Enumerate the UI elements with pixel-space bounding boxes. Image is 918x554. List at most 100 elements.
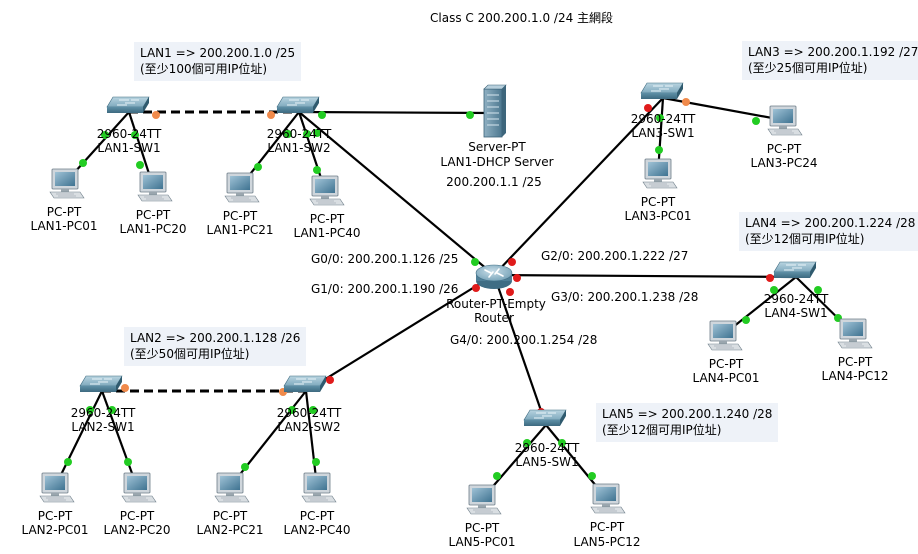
lan2-pc20-pc-icon[interactable]	[121, 472, 157, 503]
lan5-pc12-name-label: LAN5-PC12	[573, 535, 641, 549]
lan2-pc40-pc-icon[interactable]	[301, 472, 337, 503]
lan5-pc12-pc-icon[interactable]	[590, 483, 626, 514]
lan1-pc01-pc-icon[interactable]	[49, 168, 85, 199]
dhcp-server-icon[interactable]	[483, 84, 507, 138]
link-router-lan5-sw1	[492, 274, 548, 426]
link-lan5-sw1-pc12-port-b	[588, 472, 596, 480]
lan2-pc40-model-label: PC-PT	[299, 509, 335, 523]
lan1-sw1-switch-icon[interactable]	[106, 96, 150, 114]
lan2-pc21-pc-icon[interactable]	[214, 472, 250, 503]
router-name-label: Router	[474, 311, 514, 325]
lan3-sw1-name-label: LAN3-SW1	[631, 126, 695, 140]
link-lan2-sw1-pc01-port-a	[86, 406, 94, 414]
router-g3-interface-label: G3/0: 200.200.1.238 /28	[551, 290, 699, 304]
lan2-pc40-name-label: LAN2-PC40	[283, 523, 351, 537]
lan1-sw1-name-label: LAN1-SW1	[97, 141, 161, 155]
router-g2-interface-label: G2/0: 200.200.1.222 /27	[541, 249, 689, 263]
link-lan2-sw2-pc21-port-b	[241, 463, 249, 471]
lan2-note-requirement: (至少50個可用IP位址)	[130, 347, 250, 361]
devices-layer	[39, 82, 873, 515]
lan1-pc21-pc-icon[interactable]	[224, 172, 260, 203]
lan2-pc01-model-label: PC-PT	[37, 509, 73, 523]
lan5-pc01-model-label: PC-PT	[464, 521, 500, 535]
lan2-sw1-name-label: LAN2-SW1	[71, 420, 135, 434]
link-router-lan5-sw1-port-a	[506, 288, 514, 296]
link-lan1-sw2-pc21-port-b	[254, 163, 262, 171]
lan5-pc01-name-label: LAN5-PC01	[448, 535, 516, 549]
link-lan2-sw2-pc40	[304, 390, 319, 488]
lan2-sw2-model-label: 2960-24TT	[276, 406, 342, 420]
link-router-lan2-sw2-port-a	[472, 284, 480, 292]
lan1-pc20-name-label: LAN1-PC20	[119, 222, 187, 236]
link-lan1-sw1-pc20-port-b	[136, 161, 144, 169]
lan1-sw2-switch-icon[interactable]	[276, 96, 320, 114]
lan4-pc01-model-label: PC-PT	[708, 357, 744, 371]
lan4-note-subnet: LAN4 => 200.200.1.224 /28	[745, 216, 916, 230]
link-lan2-sw1-sw2-port-a	[121, 384, 129, 392]
server-model-label: Server-PT	[468, 140, 526, 154]
link-lan1-sw2-server	[298, 110, 494, 115]
lan1-note: LAN1 => 200.200.1.0 /25 (至少100個可用IP位址)	[134, 42, 302, 81]
link-lan1-sw2-server-port-a	[318, 111, 326, 119]
link-lan1-sw2-router	[298, 111, 495, 276]
link-lan1-sw2-server-port-b	[466, 111, 474, 119]
lan4-sw1-switch-icon[interactable]	[773, 261, 817, 279]
lan5-pc01-pc-icon[interactable]	[466, 484, 502, 515]
lan5-pc12-model-label: PC-PT	[589, 520, 625, 534]
lan4-pc12-name-label: LAN4-PC12	[821, 369, 889, 383]
link-lan3-sw1-pc01-port-b	[655, 146, 663, 154]
link-lan1-sw2-pc40-port-b	[313, 166, 321, 174]
link-router-lan3-sw1	[493, 97, 664, 276]
router-icon[interactable]	[475, 264, 513, 289]
lan2-note-subnet: LAN2 => 200.200.1.128 /26	[130, 331, 301, 345]
link-lan3-sw1-pc24-port-b	[752, 117, 760, 125]
lan2-sw1-switch-icon[interactable]	[79, 375, 123, 393]
lan4-pc12-model-label: PC-PT	[837, 355, 873, 369]
lan4-pc01-name-label: LAN4-PC01	[692, 371, 760, 385]
lan3-sw1-switch-icon[interactable]	[640, 82, 684, 100]
server-ip-label: 200.200.1.1 /25	[446, 175, 542, 189]
lan4-sw1-model-label: 2960-24TT	[763, 292, 829, 306]
lan1-pc20-model-label: PC-PT	[135, 208, 171, 222]
lan2-pc20-model-label: PC-PT	[119, 509, 155, 523]
link-lan1-sw2-router-port-b	[471, 258, 479, 266]
link-lan3-sw1-pc01-port-a	[656, 114, 664, 122]
link-lan1-sw2-router-port-a	[313, 129, 321, 137]
link-lan1-sw1-pc01-port-b	[79, 159, 87, 167]
link-lan2-sw1-pc01-port-b	[64, 458, 72, 466]
lan3-sw1-model-label: 2960-24TT	[630, 112, 696, 126]
lan1-note-subnet: LAN1 => 200.200.1.0 /25	[140, 46, 296, 60]
lan4-pc12-pc-icon[interactable]	[837, 318, 873, 349]
lan2-sw2-switch-icon[interactable]	[283, 375, 327, 393]
lan1-note-requirement: (至少100個可用IP位址)	[140, 62, 268, 76]
lan3-pc24-pc-icon[interactable]	[767, 105, 803, 136]
lan4-note-requirement: (至少12個可用IP位址)	[745, 232, 865, 246]
link-router-lan3-sw1-port-b	[644, 104, 652, 112]
lan1-pc40-name-label: LAN1-PC40	[293, 226, 361, 240]
link-lan2-sw2-pc40-port-b	[312, 458, 320, 466]
lan1-pc20-pc-icon[interactable]	[137, 171, 173, 202]
lan3-note-requirement: (至少25個可用IP位址)	[748, 61, 868, 75]
link-lan5-sw1-pc01-port-b	[493, 472, 501, 480]
lan1-sw2-name-label: LAN1-SW2	[267, 141, 331, 155]
lan3-note: LAN3 => 200.200.1.192 /27 (至少25個可用IP位址)	[742, 41, 918, 80]
link-lan4-sw1-pc12-port-a	[814, 286, 822, 294]
lan2-pc01-pc-icon[interactable]	[39, 472, 75, 503]
lan1-pc40-pc-icon[interactable]	[309, 175, 345, 206]
lan1-pc21-model-label: PC-PT	[222, 209, 258, 223]
port-dots-layer	[64, 98, 842, 480]
main-network-title: Class C 200.200.1.0 /24 主網段	[430, 11, 614, 25]
link-lan2-sw2-pc21-port-a	[288, 406, 296, 414]
link-lan2-sw1-pc20-port-b	[124, 458, 132, 466]
link-lan5-sw1-pc12-port-a	[558, 439, 566, 447]
link-router-lan2-sw2	[305, 274, 495, 392]
lan4-note: LAN4 => 200.200.1.224 /28 (至少12個可用IP位址)	[739, 212, 918, 251]
lan1-sw1-model-label: 2960-24TT	[96, 127, 162, 141]
lan3-note-subnet: LAN3 => 200.200.1.192 /27	[748, 45, 918, 59]
lan3-pc01-pc-icon[interactable]	[642, 158, 678, 189]
lan5-note-subnet: LAN5 => 200.200.1.240 /28	[602, 407, 773, 421]
link-lan1-sw1-sw2-port-b	[267, 111, 275, 119]
lan1-pc21-name-label: LAN1-PC21	[206, 223, 274, 237]
lan5-sw1-switch-icon[interactable]	[523, 409, 567, 427]
lan2-pc20-name-label: LAN2-PC20	[103, 523, 171, 537]
